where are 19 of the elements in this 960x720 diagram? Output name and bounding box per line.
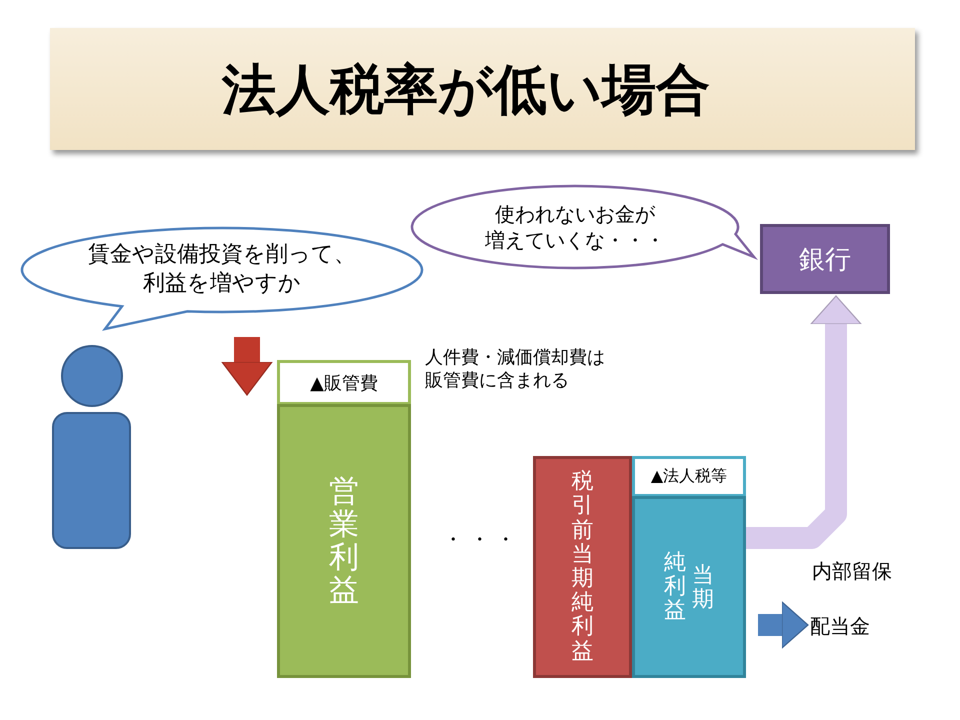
box-label: 銀行 — [799, 244, 851, 276]
profit-bar — [533, 456, 632, 678]
bank-box — [760, 224, 890, 294]
box-label: ▲販管費 — [310, 372, 378, 394]
box-label: ▲法人税等 — [650, 466, 728, 487]
profit-bar — [277, 404, 411, 678]
vertical-label: 営業利益 — [329, 475, 359, 607]
note-text: 人件費・減価償却費は販管費に含まれる — [425, 346, 605, 393]
node-text: 配当金 — [810, 614, 870, 638]
vertical-label: 税引前当期純利益 — [572, 470, 594, 664]
speech-text: 賃金や設備投資を削って、利益を増やすか — [88, 241, 356, 298]
expense-box — [277, 360, 411, 405]
title: 法人税率が低い場合 — [222, 58, 710, 122]
ellipsis-dots: ・ ・ ・ — [443, 526, 516, 552]
block-arrow — [221, 337, 273, 396]
speech-text: 使われないお金が増えていくな・・・ — [485, 201, 665, 253]
tax-box — [632, 456, 746, 497]
profit-bar — [632, 496, 746, 678]
block-arrow — [758, 601, 809, 649]
